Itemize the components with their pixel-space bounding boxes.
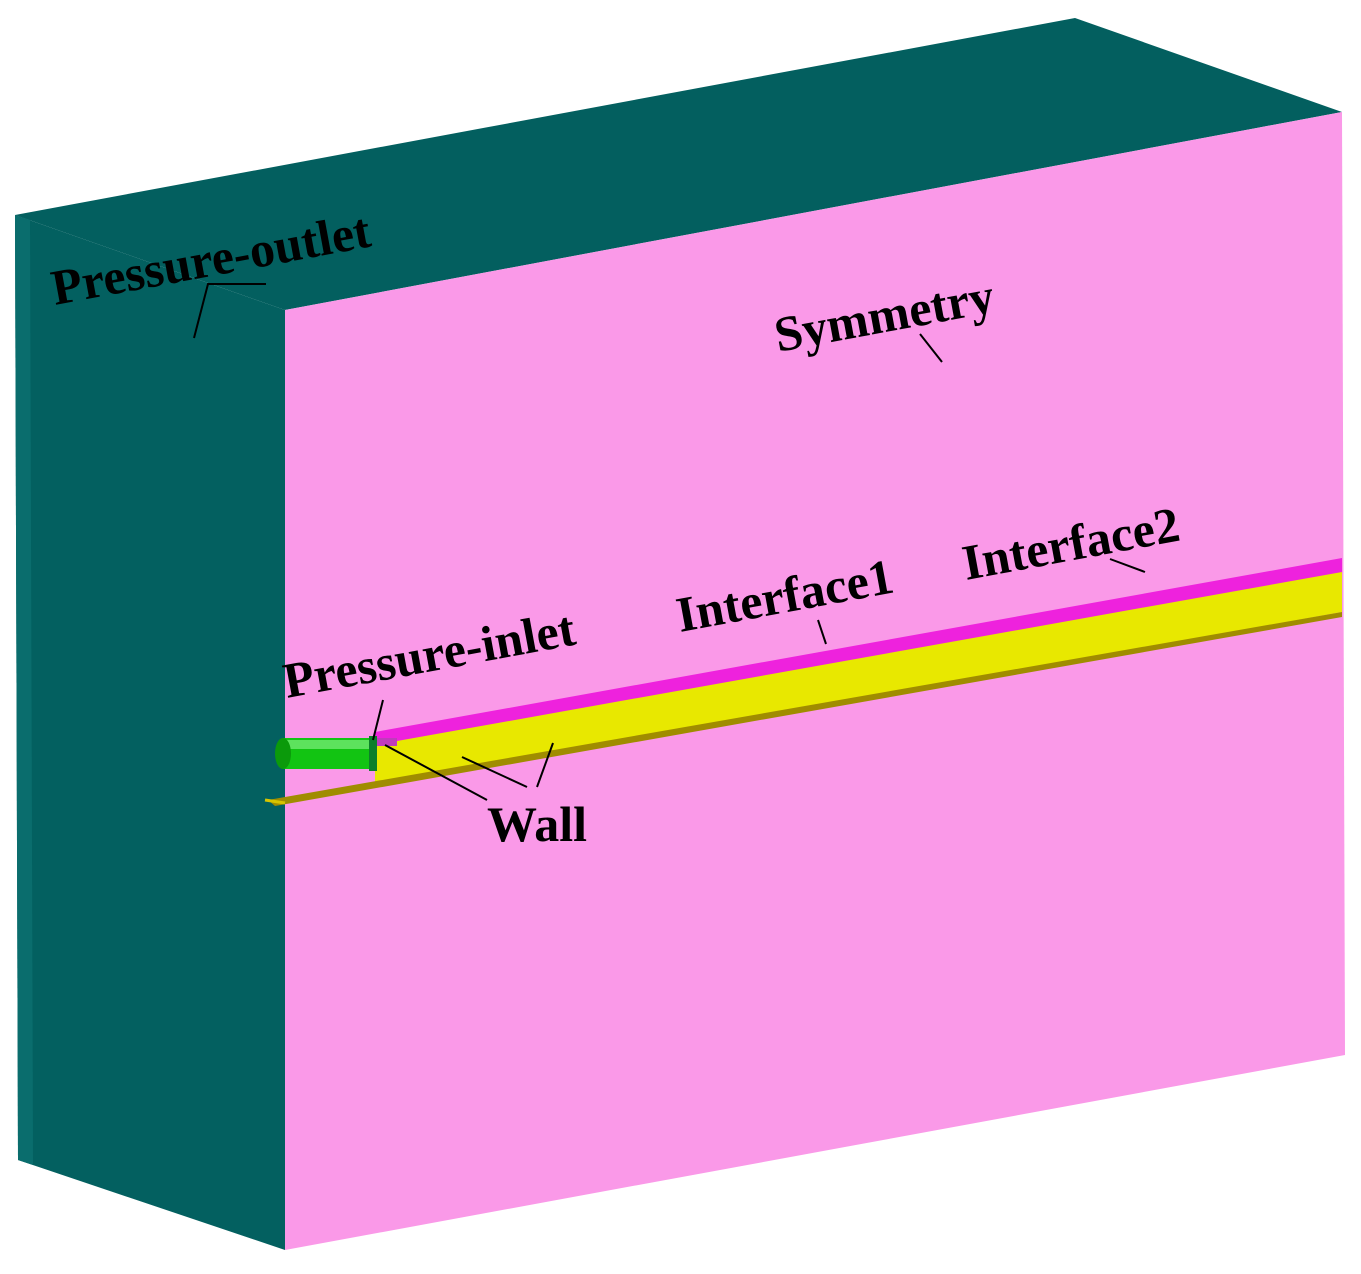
- interface2-layer: [375, 570, 1342, 787]
- box-left-edge-highlight: [15, 215, 33, 1165]
- wall-leader-3: [536, 742, 554, 788]
- interface1-leader: [817, 619, 827, 645]
- interface2-leader: [1109, 558, 1146, 573]
- wall-line-tip: [264, 798, 286, 805]
- wall-leader-2: [461, 756, 528, 788]
- wall-label: Wall: [487, 796, 587, 852]
- interface1-strip: [375, 558, 1342, 745]
- pressure-inlet-leader: [372, 699, 384, 741]
- wall-line: [268, 612, 1342, 806]
- box-top-face: [15, 18, 1342, 310]
- symmetry-leader: [919, 333, 943, 363]
- box-left-face: [15, 215, 285, 1250]
- wall-leader-1: [384, 744, 488, 801]
- pressure-outlet-leader: [193, 283, 266, 339]
- inlet-pipe: [275, 736, 397, 771]
